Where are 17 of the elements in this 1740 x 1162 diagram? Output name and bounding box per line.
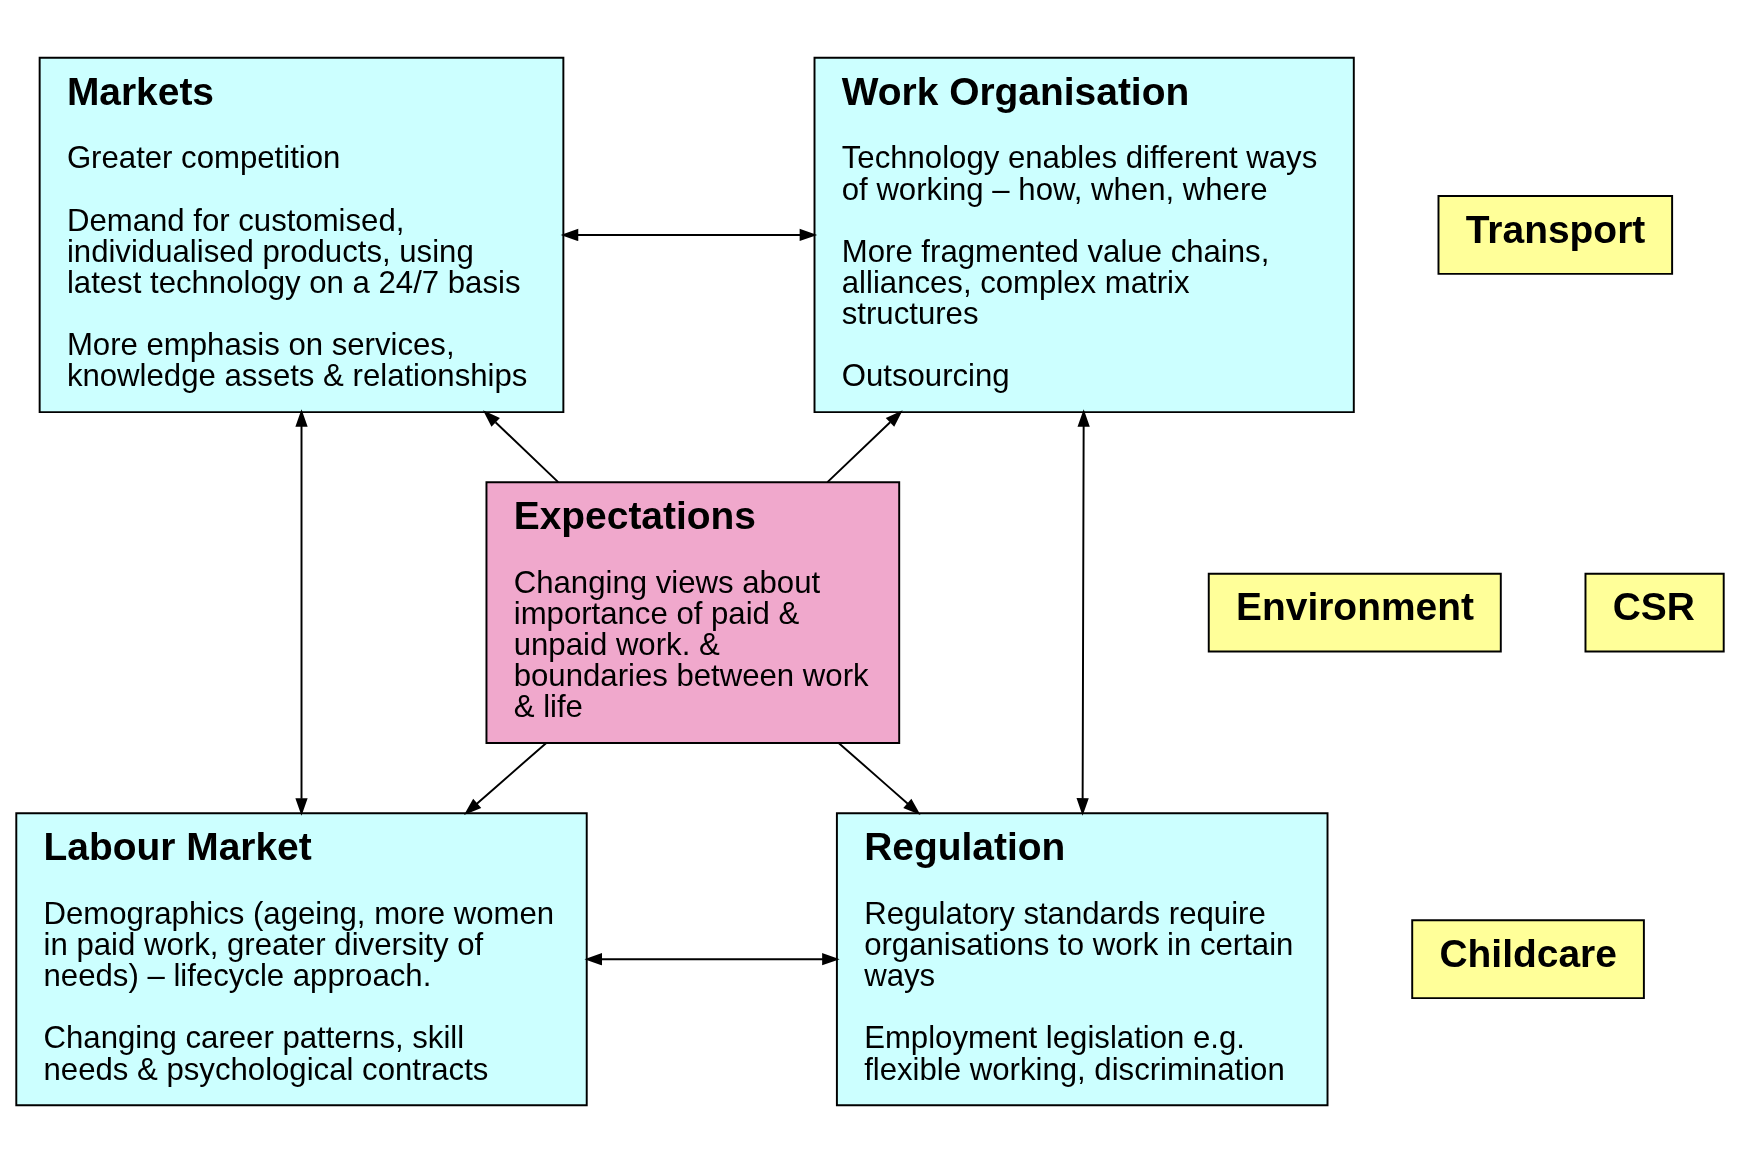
arrow <box>1076 408 1090 816</box>
arrow <box>560 228 818 241</box>
node-box: Work Organisation Technology enables different ways of working – how, when, where More fragmented value chains, alliances, complex matrix structures Outsourcing <box>813 56 1355 413</box>
arrow <box>483 409 560 483</box>
arrow <box>464 741 547 815</box>
node-box: Labour Market Demographics (ageing, more women in paid work, greater diversity of needs) – lifecycle approach. Changing career patterns, skill needs & psychological contracts <box>15 811 588 1106</box>
node-box: Environment <box>1207 572 1502 653</box>
node-box: Childcare <box>1411 918 1645 999</box>
arrow <box>295 408 308 816</box>
arrow <box>837 741 921 815</box>
node-box: Transport <box>1437 194 1674 275</box>
node-box: Regulation Regulatory standards require organisations to work in certain ways Employment legislation e.g. flexible working, discrimination <box>835 811 1329 1106</box>
arrow <box>584 952 840 965</box>
arrow <box>826 409 903 483</box>
node-box: Expectations Changing views about importance of paid & unpaid work. & boundaries between work & life <box>485 480 901 744</box>
node-box: CSR <box>1584 572 1725 653</box>
node-box: Markets Greater competition Demand for customised, individualised products, using latest technology on a 24/7 basis More emphasis on services, knowledge assets & relationships <box>38 56 565 413</box>
